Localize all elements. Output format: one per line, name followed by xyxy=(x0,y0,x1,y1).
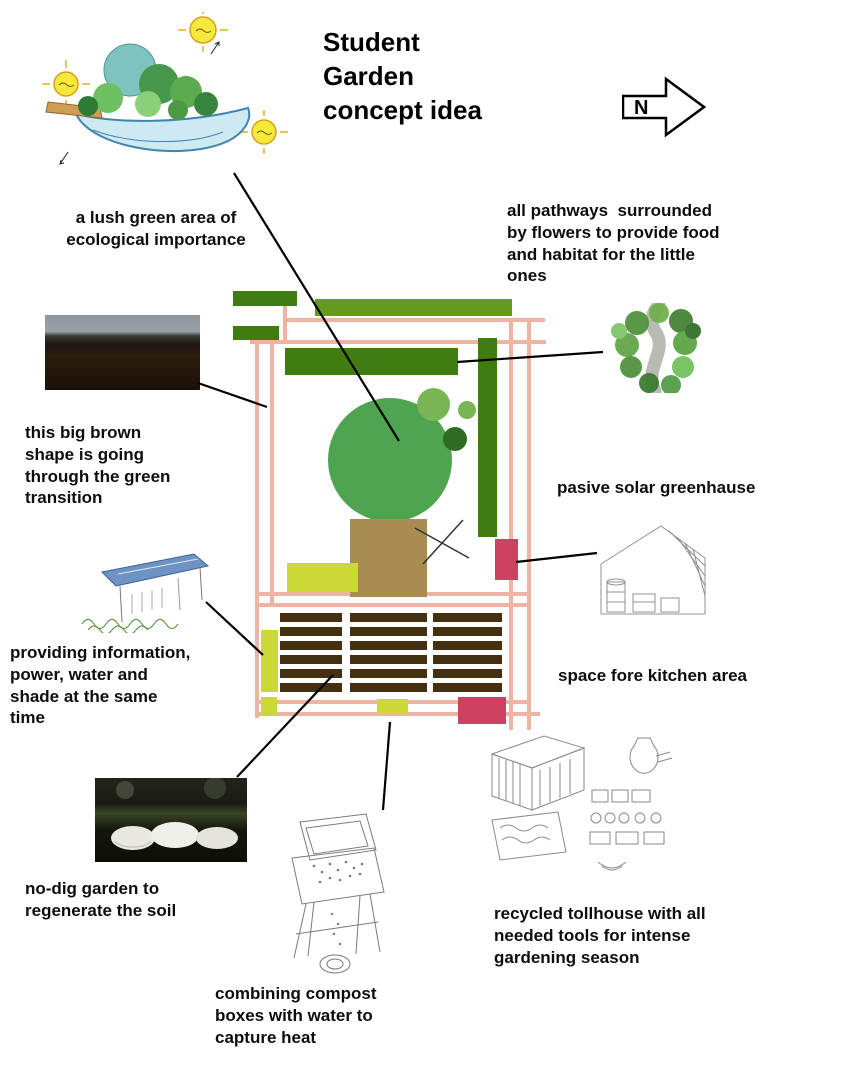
plan-tree-small xyxy=(458,401,476,419)
plan-hedge-topleft xyxy=(233,291,297,306)
label-greenhouse: pasive solar greenhause xyxy=(557,478,756,497)
plan-path-line xyxy=(283,318,545,322)
greenhouse-sketch xyxy=(593,518,713,628)
field-photo xyxy=(45,315,200,390)
plan-path-line xyxy=(250,340,546,344)
plan-tree-dark xyxy=(443,427,467,451)
garden-bed-stripe xyxy=(280,627,342,636)
garden-bed-stripe xyxy=(280,669,342,678)
label-toolhouse: recycled tollhouse with all needed tools… xyxy=(494,904,706,967)
plan-bar-top xyxy=(315,299,512,316)
garden-bed-stripe xyxy=(350,627,427,636)
pathway-sketch xyxy=(597,303,712,393)
garden-bed-stripe xyxy=(280,641,342,650)
label-no-dig: no-dig garden to regenerate the soil xyxy=(25,879,177,920)
compost-sketch xyxy=(248,806,403,986)
plan-greenhouse-area xyxy=(495,539,518,580)
lush-area-sketch xyxy=(38,12,288,182)
garden-bed-stripe xyxy=(433,613,502,622)
plan-tree-medium xyxy=(417,388,450,421)
info-structure-sketch xyxy=(78,548,213,633)
plan-hedge-mid xyxy=(285,348,458,375)
garden-bed-stripe xyxy=(350,655,427,664)
garden-bed-stripe xyxy=(433,655,502,664)
garden-bed-stripe xyxy=(433,641,502,650)
plan-yellow-small-left xyxy=(261,697,277,716)
label-brown-transition: this big brown shape is going through th… xyxy=(25,423,171,508)
plan-x-mark xyxy=(413,518,471,566)
plan-kitchen-area xyxy=(458,697,506,724)
page-title: Student Garden concept idea xyxy=(323,27,482,125)
garden-bed-stripe xyxy=(280,683,342,692)
garden-bed-stripe xyxy=(433,669,502,678)
garden-bed-stripe xyxy=(350,613,427,622)
garden-bed-stripe xyxy=(350,683,427,692)
garden-bed-stripe xyxy=(280,655,342,664)
label-pathways: all pathways surrounded by flowers to pr… xyxy=(507,201,720,286)
label-compost: combining compost boxes with water to ca… xyxy=(215,984,377,1047)
plan-yellow-small-bottom xyxy=(377,699,408,713)
plan-path-line xyxy=(509,318,513,730)
plan-hedge-topleft-lower xyxy=(233,326,279,340)
garden-bed-stripe xyxy=(350,641,427,650)
label-kitchen: space fore kitchen area xyxy=(558,666,747,685)
plan-path-line xyxy=(270,341,274,603)
plan-hedge-vertical xyxy=(478,338,497,537)
north-arrow-icon: N xyxy=(621,76,707,138)
garden-bed-stripe xyxy=(433,627,502,636)
plan-brown-area xyxy=(350,519,427,597)
plan-path-line xyxy=(255,712,540,716)
plan-yellow-area xyxy=(287,563,358,592)
garden-bed-stripe xyxy=(433,683,502,692)
plan-path-line xyxy=(255,341,259,718)
north-arrow: N xyxy=(621,76,707,138)
connector-compost-to-plan xyxy=(381,721,392,811)
garden-bed-stripe xyxy=(350,669,427,678)
label-lush-area: a lush green area of ecological importan… xyxy=(66,208,246,249)
toolhouse-sketch xyxy=(486,726,686,886)
plan-yellow-strip xyxy=(261,630,278,692)
north-arrow-label: N xyxy=(634,97,648,119)
label-providing: providing information, power, water and … xyxy=(10,643,191,728)
no-dig-photo xyxy=(95,778,247,862)
plan-path-line xyxy=(255,603,531,607)
plan-path-line xyxy=(527,318,531,730)
garden-bed-stripe xyxy=(280,613,342,622)
